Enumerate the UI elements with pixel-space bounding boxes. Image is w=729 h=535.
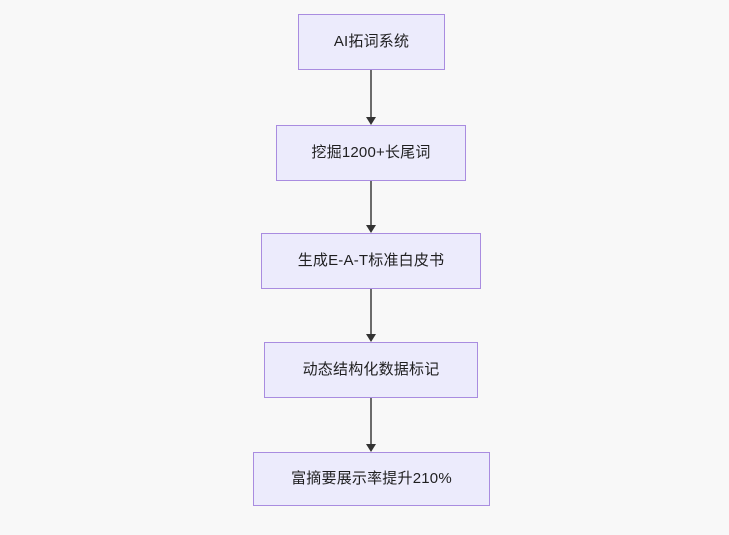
flow-node-label: 富摘要展示率提升210% xyxy=(291,470,452,487)
flow-node-label: 动态结构化数据标记 xyxy=(302,361,440,378)
arrowhead-icon xyxy=(366,444,376,452)
edge-line xyxy=(370,289,372,334)
flow-node-mine-longtail-keywords[interactable]: 挖掘1200+长尾词 xyxy=(276,125,466,181)
arrowhead-icon xyxy=(366,117,376,125)
edge-line xyxy=(370,181,372,225)
flow-node-rich-snippet-rate-increase[interactable]: 富摘要展示率提升210% xyxy=(253,452,490,506)
arrowhead-icon xyxy=(366,334,376,342)
arrowhead-icon xyxy=(366,225,376,233)
flow-node-label: 挖掘1200+长尾词 xyxy=(311,144,431,161)
flow-node-generate-eat-whitepaper[interactable]: 生成E-A-T标准白皮书 xyxy=(261,233,481,289)
flow-node-ai-keyword-system[interactable]: AI拓词系统 xyxy=(298,14,445,70)
flow-node-label: AI拓词系统 xyxy=(333,33,410,50)
edge-line xyxy=(370,398,372,444)
edge-line xyxy=(370,70,372,117)
flow-node-dynamic-structured-data-markup[interactable]: 动态结构化数据标记 xyxy=(264,342,478,398)
flow-node-label: 生成E-A-T标准白皮书 xyxy=(297,252,445,269)
